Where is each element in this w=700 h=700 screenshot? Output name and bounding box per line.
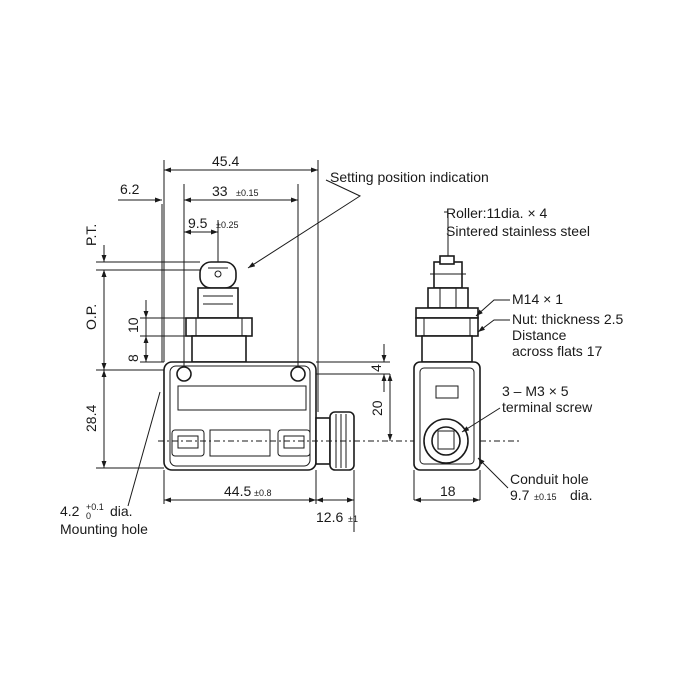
mounting-hole-right — [290, 366, 306, 382]
dim-pt: P.T. — [83, 224, 99, 246]
nut-line1: Nut: thickness 2.5 — [512, 311, 623, 327]
nut-line2: Distance — [512, 327, 567, 343]
dim-base-width-tol: ±0.8 — [254, 488, 271, 498]
side-view — [413, 211, 510, 503]
dim-8: 8 — [125, 354, 141, 362]
dim-20: 20 — [369, 400, 385, 416]
dim-height: 28.4 — [83, 405, 99, 432]
roller-line1: Roller:11dia. × 4 — [446, 205, 548, 221]
thread-label: M14 × 1 — [512, 291, 563, 307]
side-roller — [433, 261, 463, 289]
mounting-hole-dia-suffix: dia. — [110, 503, 133, 519]
mounting-hole-left — [176, 366, 192, 382]
label-plate — [177, 385, 307, 411]
conduit-tol: ±0.15 — [534, 492, 556, 502]
mounting-hole-tol-plus: +0.1 — [86, 502, 104, 512]
conduit-suffix: dia. — [570, 487, 593, 503]
setting-position-label: Setting position indication — [330, 169, 489, 185]
mounting-hole-label: Mounting hole — [60, 521, 148, 537]
mounting-hole-dia: 4.2 — [60, 503, 80, 519]
mounting-hole-tol-minus: 0 — [86, 511, 91, 521]
dim-op: O.P. — [83, 304, 99, 330]
dim-4: 4 — [368, 364, 384, 372]
terminal-line2: terminal screw — [502, 399, 593, 415]
dim-hole-pitch: 33 — [212, 183, 228, 199]
side-conduit-hole — [423, 418, 469, 464]
dim-conduit-len: 12.6 — [316, 509, 343, 525]
conduit-dia: 9.7 — [510, 487, 530, 503]
terminal-line1: 3 – M3 × 5 — [502, 383, 569, 399]
side-nut — [415, 307, 479, 319]
dim-offset: 6.2 — [120, 181, 140, 197]
dim-overall-width: 45.4 — [212, 153, 239, 169]
dim-base-width: 44.5 — [224, 483, 251, 499]
dim-roller-offset: 9.5 — [188, 215, 208, 231]
side-dim-width: 18 — [440, 483, 456, 499]
dim-roller-offset-tol: ±0.25 — [216, 220, 238, 230]
roller — [199, 261, 237, 289]
dim-10: 10 — [125, 317, 141, 333]
dim-conduit-len-tol: ±1 — [348, 514, 358, 524]
plunger — [197, 287, 239, 319]
threaded-neck — [191, 335, 247, 363]
nut-line3: across flats 17 — [512, 343, 602, 359]
side-body — [413, 361, 481, 471]
roller-line2: Sintered stainless steel — [446, 223, 590, 239]
dim-hole-pitch-tol: ±0.15 — [236, 188, 258, 198]
front-view — [96, 160, 520, 532]
conduit-line1: Conduit hole — [510, 471, 589, 487]
